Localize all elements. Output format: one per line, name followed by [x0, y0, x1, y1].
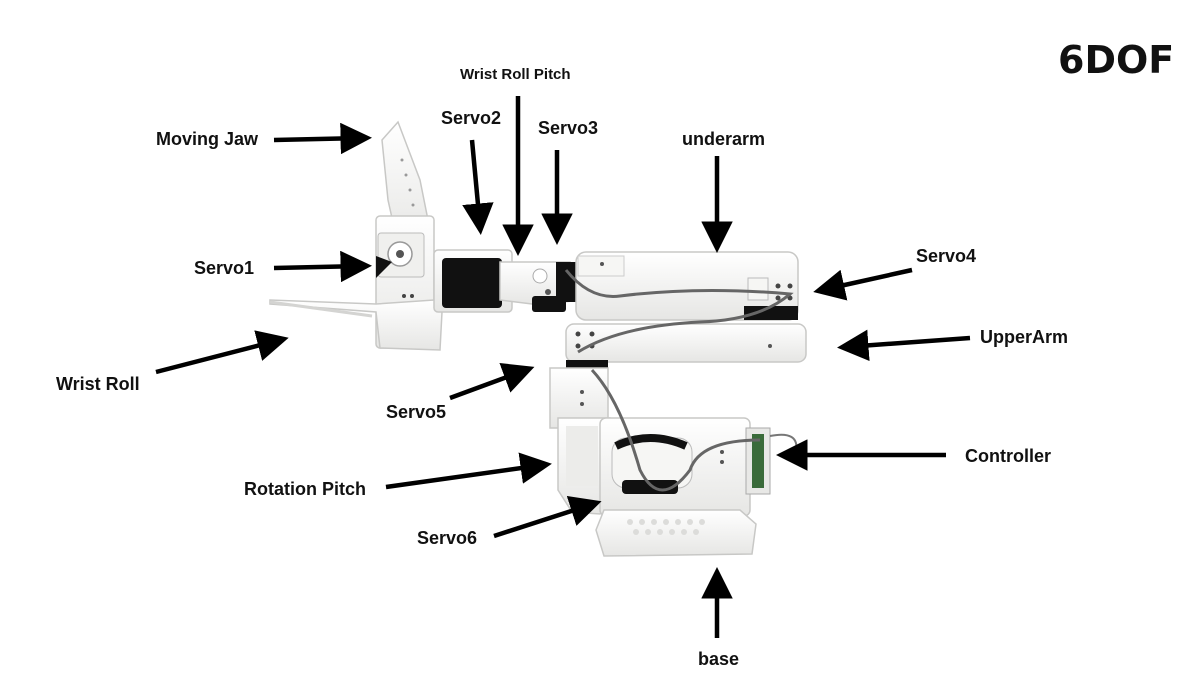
- label-servo4: Servo4: [916, 246, 977, 266]
- arrows: [155, 96, 971, 638]
- label-base: base: [698, 649, 740, 669]
- label-servo5: Servo5: [386, 402, 447, 422]
- label-wrist-roll: Wrist Roll: [56, 374, 140, 394]
- arrow-servo2: [462, 139, 494, 235]
- arrow-moving-jaw: [273, 122, 372, 155]
- cable-harness: [564, 269, 794, 492]
- arrow-wrist-roll: [155, 330, 289, 375]
- upper-arm-part: [565, 323, 807, 374]
- label-servo3: Servo3: [538, 118, 599, 138]
- arrow-rotation-pitch: [385, 452, 552, 490]
- label-moving-jaw: Moving Jaw: [156, 129, 259, 149]
- label-servo1: Servo1: [194, 258, 255, 278]
- wrist-roll-part: [269, 299, 443, 351]
- label-rotation-pitch: Rotation Pitch: [244, 479, 366, 499]
- label-underarm: underarm: [682, 129, 766, 149]
- diagram-title: 6DOF: [1058, 38, 1175, 82]
- controller-board: [745, 427, 798, 495]
- arrow-servo5: [449, 362, 535, 401]
- label-upper-arm: UpperArm: [980, 327, 1069, 347]
- label-servo6: Servo6: [417, 528, 478, 548]
- arrow-servo1: [273, 250, 372, 283]
- base-body: [599, 417, 751, 517]
- base-part: [595, 509, 757, 557]
- arrow-servo6: [493, 495, 602, 539]
- label-wrist-roll-pitch: Wrist Roll Pitch: [460, 66, 571, 83]
- servo2-block: [433, 249, 513, 313]
- arrow-servo4: [813, 267, 913, 301]
- label-servo2: Servo2: [441, 108, 502, 128]
- label-controller: Controller: [965, 446, 1052, 466]
- arrow-upper-arm: [837, 329, 971, 362]
